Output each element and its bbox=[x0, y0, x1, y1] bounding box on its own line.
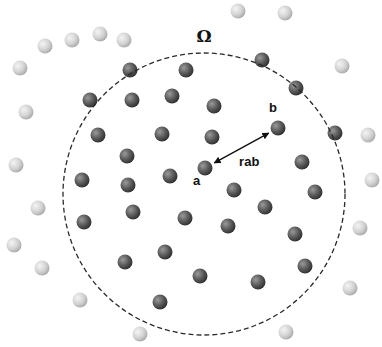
particle bbox=[298, 259, 313, 274]
particle bbox=[251, 275, 266, 290]
atom: b bbox=[270, 120, 286, 136]
particle bbox=[278, 6, 293, 21]
particle bbox=[231, 4, 246, 19]
region-name: Ω bbox=[196, 27, 211, 46]
region-outline: abΩ bbox=[62, 52, 346, 336]
particle bbox=[120, 149, 135, 164]
particle bbox=[335, 59, 350, 74]
particle bbox=[328, 126, 343, 141]
particle bbox=[91, 128, 106, 143]
particle bbox=[343, 281, 358, 296]
particle bbox=[118, 255, 133, 270]
particle bbox=[75, 173, 90, 188]
particle bbox=[121, 178, 136, 193]
particle bbox=[158, 245, 173, 260]
particle bbox=[288, 227, 303, 242]
particle bbox=[361, 128, 376, 143]
particle bbox=[365, 173, 380, 188]
particle bbox=[207, 99, 222, 114]
particle bbox=[295, 155, 310, 170]
particle bbox=[19, 105, 34, 120]
particle bbox=[13, 61, 28, 76]
particle bbox=[178, 211, 193, 226]
particle bbox=[133, 327, 148, 342]
atom-sphere bbox=[270, 120, 286, 136]
region-circle bbox=[62, 52, 346, 336]
particle bbox=[65, 33, 80, 48]
particle bbox=[221, 219, 236, 234]
particle bbox=[38, 39, 53, 54]
outer-particles bbox=[7, 4, 380, 342]
atom-label: a bbox=[193, 174, 200, 188]
particle bbox=[73, 293, 88, 308]
particle bbox=[126, 205, 141, 220]
particle bbox=[227, 183, 242, 198]
particle bbox=[271, 121, 286, 136]
particle bbox=[163, 169, 178, 184]
particle bbox=[155, 127, 170, 142]
particle bbox=[193, 269, 208, 284]
particle bbox=[9, 158, 24, 173]
particle bbox=[35, 261, 50, 276]
particle bbox=[353, 221, 368, 236]
region-boundary bbox=[63, 53, 345, 335]
particle bbox=[7, 238, 22, 253]
particle bbox=[179, 63, 194, 78]
atom: a bbox=[197, 160, 213, 176]
particle bbox=[123, 63, 138, 78]
particle bbox=[31, 201, 46, 216]
distance-label: rab bbox=[237, 155, 261, 169]
particle bbox=[117, 33, 132, 48]
particle bbox=[308, 185, 323, 200]
particle bbox=[279, 325, 294, 340]
particle bbox=[153, 295, 168, 310]
particle bbox=[165, 89, 180, 104]
particle bbox=[77, 215, 92, 230]
particle bbox=[125, 93, 140, 108]
atom-label: b bbox=[269, 101, 277, 115]
particle bbox=[93, 27, 108, 42]
particle bbox=[205, 130, 220, 145]
particle bbox=[258, 200, 273, 215]
inner-particles bbox=[75, 53, 343, 310]
